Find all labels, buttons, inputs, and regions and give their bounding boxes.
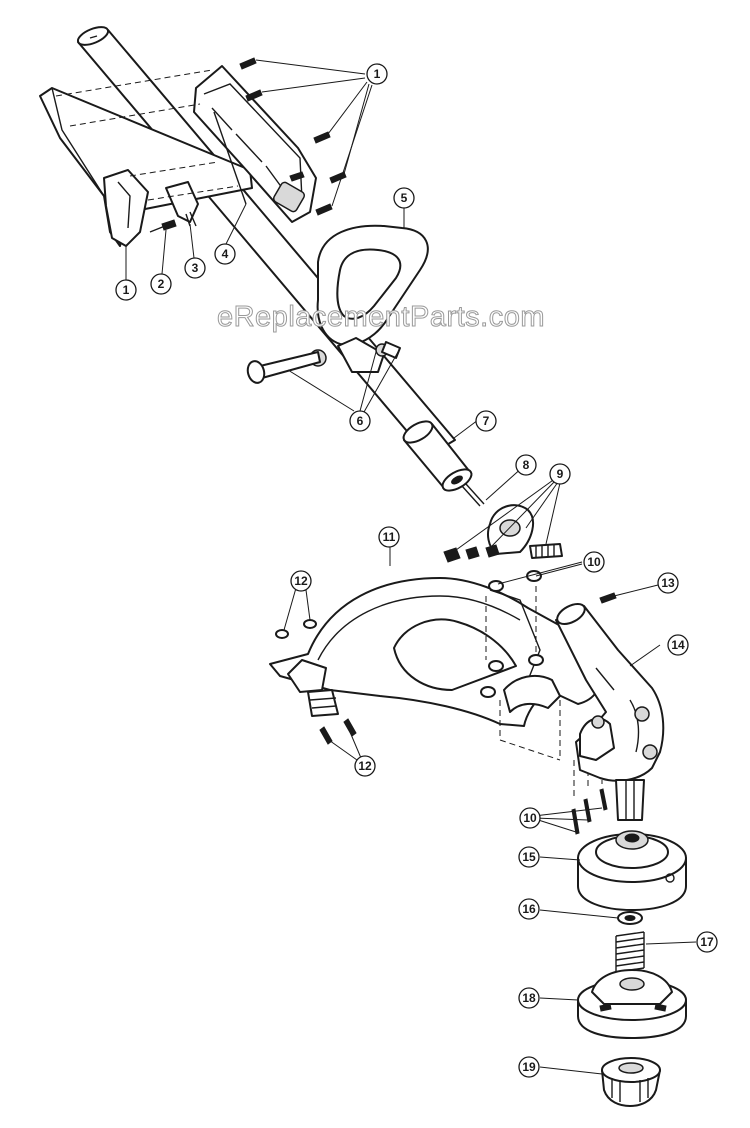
callout-11: 11 [378,526,400,548]
shaft-tube [402,420,473,492]
spool-housing [577,830,687,911]
callout-label: 13 [661,576,675,590]
callout-19: 19 [518,1056,540,1078]
callout-12-upper: 12 [290,570,312,592]
callout-1-top: 1 [366,63,388,85]
callout-label: 10 [587,555,601,569]
assist-handle [309,224,429,373]
callout-label: 11 [383,530,396,544]
gear-screws [571,788,608,835]
callout-8: 8 [515,454,537,476]
grass-shield [269,577,602,727]
callout-label: 10 [523,811,537,825]
alignment-dashes-upper [55,69,239,201]
watermark-text: eReplacementParts.com [217,301,545,333]
callout-label: 1 [374,67,381,81]
callout-label: 18 [522,991,536,1005]
callout-16: 16 [518,898,540,920]
callout-2: 2 [150,273,172,295]
callout-13: 13 [657,572,679,594]
callout-label: 17 [700,935,714,949]
callout-1-left: 1 [115,279,137,301]
callout-6: 6 [349,410,371,432]
callout-label: 12 [358,759,372,773]
callout-10-lower: 10 [519,807,541,829]
callout-label: 15 [522,850,536,864]
gear-head [555,603,665,821]
washer [617,911,643,925]
handle-grip [39,87,253,247]
leader-lines [125,59,697,1075]
trigger-parts [149,181,199,233]
callout-18: 18 [518,987,540,1009]
callout-label: 2 [158,277,165,291]
callout-label: 8 [523,458,530,472]
callout-12-lower: 12 [354,755,376,777]
callout-label: 12 [294,574,308,588]
callout-label: 1 [123,283,130,297]
callout-3: 3 [184,257,206,279]
callout-label: 3 [192,261,199,275]
handle-housing [193,65,317,223]
bump-knob [601,1057,661,1107]
callout-7: 7 [475,410,497,432]
callout-label: 14 [671,638,685,652]
callout-15: 15 [518,846,540,868]
callout-label: 16 [522,902,536,916]
callout-label: 6 [357,414,364,428]
callout-label: 7 [483,414,490,428]
screws-upper [239,57,347,216]
callout-label: 5 [401,191,408,205]
shaft-clamp [443,504,563,563]
handle-bolt [246,351,321,384]
callout-5: 5 [393,187,415,209]
callout-label: 19 [522,1060,536,1074]
drive-shaft [461,483,485,507]
spool [577,969,687,1039]
shield-nuts [275,570,544,698]
callout-10-upper: 10 [583,551,605,573]
callout-17: 17 [696,931,718,953]
callout-label: 9 [557,467,564,481]
spring [615,931,645,973]
callout-label: 4 [222,247,229,261]
callout-14: 14 [667,634,689,656]
callout-9: 9 [549,463,571,485]
callout-4: 4 [214,243,236,265]
